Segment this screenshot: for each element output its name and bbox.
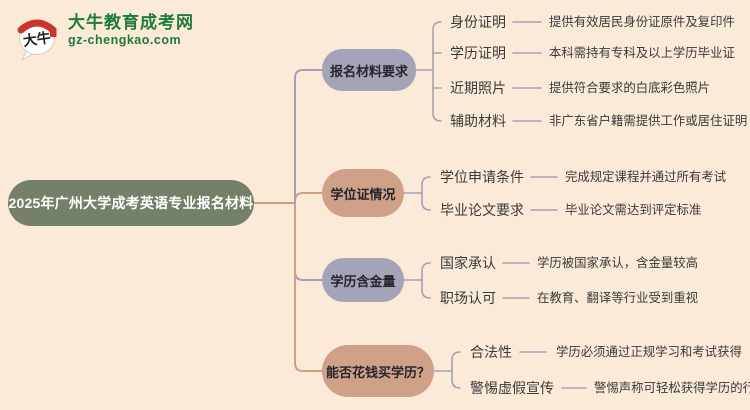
subtopic-label: 国家承认 [440,255,496,271]
branch-node-buy-degree: 能否花钱买学历？ [322,345,434,397]
branch-node-degree-cert: 学位证情况 [322,169,404,217]
bull-logo-icon: 大牛 [17,19,57,62]
subtopic-label: 职场认可 [440,290,496,306]
detail-text: 非广东省户籍需提供工作或居住证明 [549,113,748,128]
detail-text: 警惕声称可轻松获得学历的行为 [594,380,750,395]
subtopic-label: 近期照片 [450,80,506,96]
detail-text: 本科需持有专科及以上学历毕业证 [549,45,735,60]
subtopic-label: 毕业论文要求 [440,202,524,218]
subtopic-label: 合法性 [470,344,512,360]
subtopic-label: 警惕虚假宣传 [470,380,554,396]
brand-domain: gz-chengkao.com [68,32,182,47]
subtopic-label: 学位申请条件 [440,169,524,185]
detail-text: 学历被国家承认，含金量较高 [537,255,699,270]
subtopic-label: 身份证明 [450,14,506,30]
site-logo: 大牛 大牛教育成考网 gz-chengkao.com [14,13,194,63]
svg-text:大牛: 大牛 [22,29,52,49]
branch-node-materials: 报名材料要求 [322,49,416,91]
detail-text: 学历必须通过正规学习和考试获得 [556,344,742,359]
branch-node-credential-value: 学历含金量 [322,258,404,302]
root-topic-node: 2025年广州大学成考英语专业报名材料 [8,180,254,226]
subtopic-label: 辅助材料 [450,113,506,129]
detail-text: 提供有效居民身份证原件及复印件 [549,14,735,29]
detail-text: 毕业论文需达到评定标准 [565,202,702,217]
brand-name: 大牛教育成考网 [68,13,194,32]
detail-text: 完成规定课程并通过所有考试 [565,169,727,184]
subtopic-label: 学历证明 [450,45,506,61]
detail-text: 提供符合要求的白底彩色照片 [549,80,711,95]
detail-text: 在教育、翻译等行业受到重视 [537,290,699,305]
